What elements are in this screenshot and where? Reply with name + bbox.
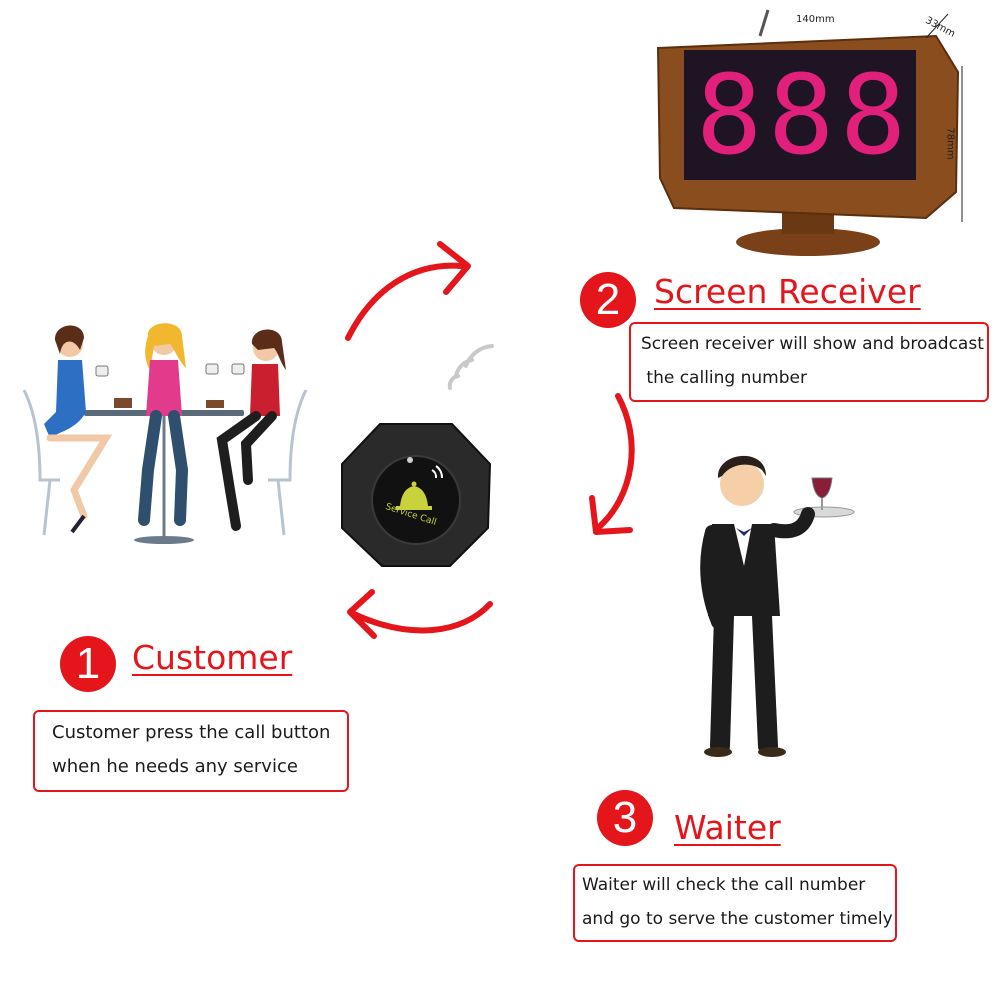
step-2-badge: 2 <box>580 272 636 328</box>
flow-arrow-head <box>437 241 471 295</box>
screen-receiver-body <box>656 9 963 256</box>
display-digit: 8 <box>840 51 907 179</box>
flow-arrow-waiter-to-customer <box>351 601 493 634</box>
step-1-description: Customer press the call button when he n… <box>33 710 349 792</box>
step-2-description: Screen receiver will show and broadcast … <box>629 322 989 402</box>
dimension-height: 78mm <box>944 127 956 160</box>
step-1-description-line: Customer press the call button <box>52 722 331 743</box>
call-button-body <box>341 423 492 567</box>
step-1-description-line: when he needs any service <box>52 756 298 777</box>
call-button-image: Service Call <box>338 420 494 570</box>
step-1-badge: 1 <box>60 636 116 692</box>
bell-icon <box>400 486 428 506</box>
step-3-title: Waiter <box>674 808 781 847</box>
step-2-description-line: the calling number <box>641 368 807 388</box>
display-digit: 8 <box>696 51 763 179</box>
step-3-description-line: and go to serve the customer timely <box>582 909 893 929</box>
step-2-description-line: Screen receiver will show and broadcast <box>641 334 984 354</box>
wifi-signal-icon <box>447 344 494 390</box>
step-3-description-line: Waiter will check the call number <box>582 875 866 895</box>
dimension-width: 140mm <box>796 14 835 25</box>
customers-illustration <box>22 323 308 544</box>
flow-arrow-head <box>589 495 633 535</box>
step-2-title: Screen Receiver <box>654 272 921 311</box>
display-digit: 8 <box>768 51 835 179</box>
step-1-title: Customer <box>132 638 293 677</box>
screen-receiver-image: 8 8 8 140mm 33mm 78mm <box>656 8 966 260</box>
step-3-description: Waiter will check the call number and go… <box>573 864 897 942</box>
flow-arrow-customer-to-receiver <box>345 262 465 341</box>
display-digits: 8 8 8 <box>684 50 916 180</box>
flow-arrow-receiver-to-waiter <box>595 393 635 531</box>
step-3-badge: 3 <box>597 790 653 846</box>
flow-arrow-head <box>347 589 377 639</box>
waiter-illustration <box>700 455 855 757</box>
